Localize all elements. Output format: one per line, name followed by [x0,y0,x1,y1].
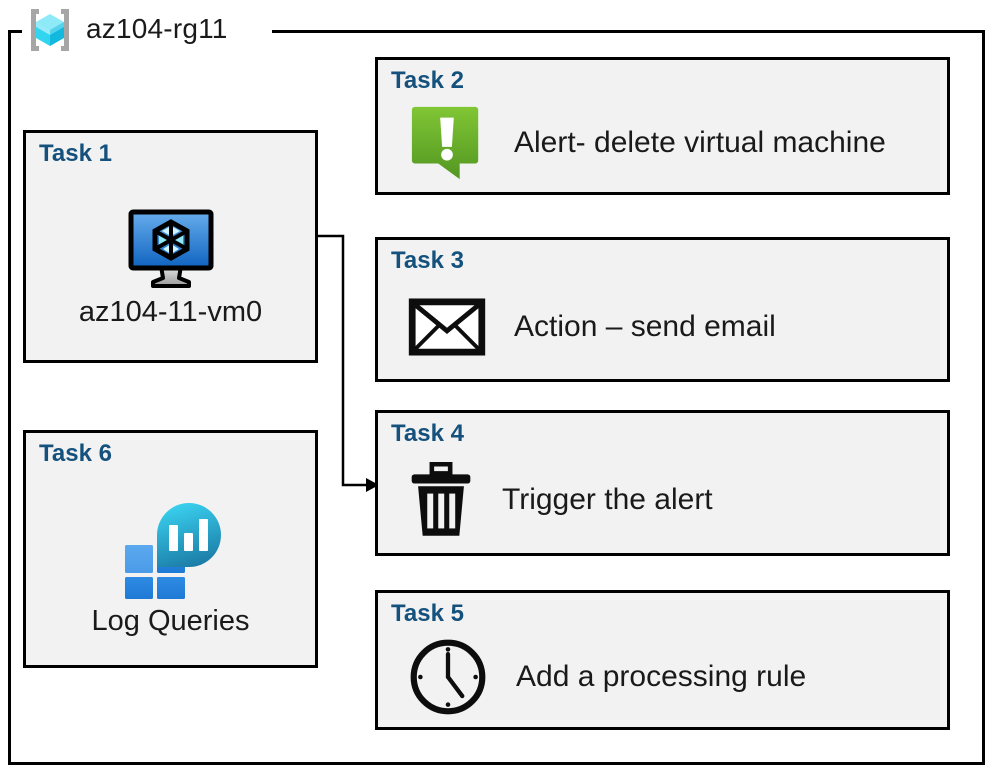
log-queries-icon [115,501,227,599]
task-body: Add a processing rule [408,633,937,721]
trash-can-icon [408,460,474,540]
task-label: az104-11-vm0 [78,296,263,328]
task-label: Add a processing rule [516,660,807,693]
resource-group-container [8,30,985,765]
virtual-machine-icon [123,204,219,290]
task-body: Alert- delete virtual machine [408,100,937,186]
task-body: Trigger the alert [408,453,937,547]
alert-exclamation-icon [408,104,486,182]
task-label: Alert- delete virtual machine [514,126,886,159]
clock-icon [408,637,488,717]
task-card-task-6[interactable]: Task 6 [23,430,318,668]
task-card-task-1[interactable]: Task 1 [23,130,318,363]
task-card-task-5[interactable]: Task 5 Add a processing rule [375,590,950,730]
task-title: Task 6 [39,440,112,467]
task-body: Action – send email [408,280,937,373]
task-card-task-3[interactable]: Task 3 Action – send email [375,237,950,382]
task-label: Log Queries [91,604,250,637]
task-card-task-4[interactable]: Task 4 Trigger the alert [375,410,950,556]
task-label: Action – send email [514,309,776,343]
task-title: Task 2 [391,67,464,94]
task-card-task-2[interactable]: Task 2 Alert- delete virtual machine [375,57,950,195]
task-title: Task 4 [391,420,464,447]
task-title: Task 3 [391,247,464,274]
task-label: Trigger the alert [502,483,713,516]
task-title: Task 5 [391,600,464,627]
task-title: Task 1 [39,140,112,167]
resource-group-label-gap [22,22,272,40]
azure-resource-group-icon [22,5,78,55]
task-body: Log Queries [26,477,315,659]
envelope-icon [408,297,486,356]
task-body: az104-11-vm0 [26,177,315,354]
resource-group-header: az104-rg11 [22,2,228,58]
resource-group-label: az104-rg11 [86,13,228,44]
